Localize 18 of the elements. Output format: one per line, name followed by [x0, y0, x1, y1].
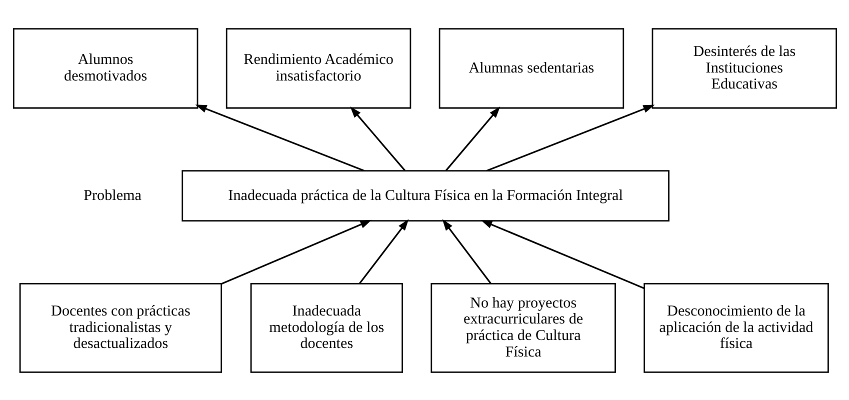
arrow	[194, 104, 364, 171]
arrow	[486, 104, 654, 171]
arrow	[444, 106, 500, 171]
arrow	[220, 219, 372, 284]
arrow	[442, 218, 491, 284]
label: Problema	[83, 187, 142, 204]
node-box: Desconocimiento de la aplicación de la actividad física	[643, 282, 828, 372]
node-box: Inadecuada práctica de la Cultura Física en la Formación Integral	[181, 170, 669, 222]
node-box: Inadecuada metodología de los docentes	[250, 282, 402, 372]
arrow	[358, 218, 408, 284]
node-box: Desinterés de las Instituciones Educativas	[651, 28, 837, 108]
arrow	[350, 106, 406, 171]
node-box: Rendimiento Académico insatisfactorio	[225, 28, 411, 108]
node-box: No hay proyectos extracurriculares de práctica de Cultura Física	[430, 282, 616, 372]
node-box: Alumnos desmotivados	[12, 28, 198, 108]
arrow	[480, 220, 644, 289]
node-box: Docentes con prácticas tradicionalistas y desactualizados	[18, 282, 222, 372]
node-box: Alumnas sedentarias	[438, 28, 624, 108]
